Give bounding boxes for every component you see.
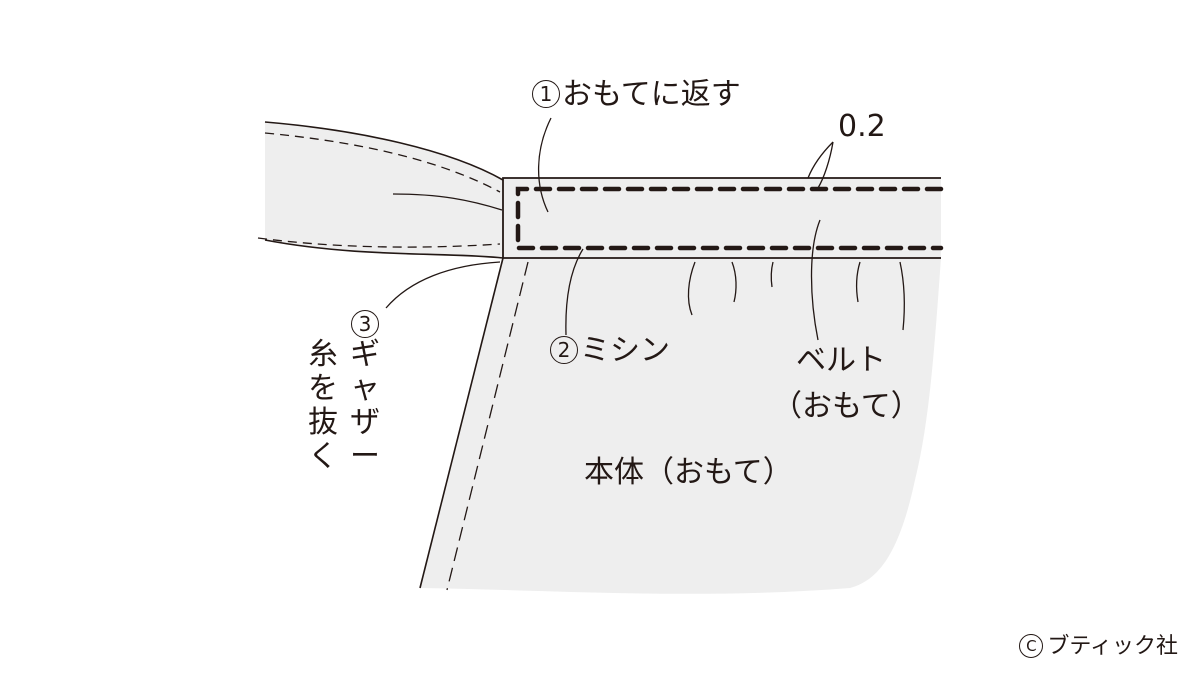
belt-stitch-line	[515, 186, 944, 251]
gathering-stitch-top	[264, 132, 501, 193]
belt	[503, 178, 941, 258]
leader-step3	[385, 261, 501, 309]
label-measurement: 0.2	[838, 109, 886, 144]
label-belt: ベルト	[796, 343, 886, 378]
copyright-icon: C	[1019, 634, 1044, 658]
body-panel	[420, 258, 941, 594]
label-body-right-side: 本体（おもて）	[584, 455, 793, 490]
leader-step1	[537, 117, 552, 213]
step-number-badge: 3	[351, 310, 379, 338]
gathering-stitch-bottom	[257, 237, 501, 248]
step3-badge-wrap: 3	[348, 310, 382, 338]
leader-belt	[810, 219, 821, 341]
gather-folds	[687, 261, 905, 331]
leader-measure-a	[807, 141, 834, 179]
body-seam-stitch	[446, 261, 529, 591]
leader-step2	[565, 248, 584, 336]
step-number-badge: 1	[532, 80, 560, 108]
label-belt-right-side: （おもて）	[772, 389, 921, 424]
label-step3-remove-thread-col2: 糸 を 抜 く	[308, 337, 338, 474]
gathered-fabric-strip	[265, 122, 503, 258]
step-number-badge: 2	[550, 336, 578, 364]
label-step3-gathering-col1: ギ ャ ザ ー	[350, 337, 380, 474]
leader-measure-b	[817, 141, 834, 189]
